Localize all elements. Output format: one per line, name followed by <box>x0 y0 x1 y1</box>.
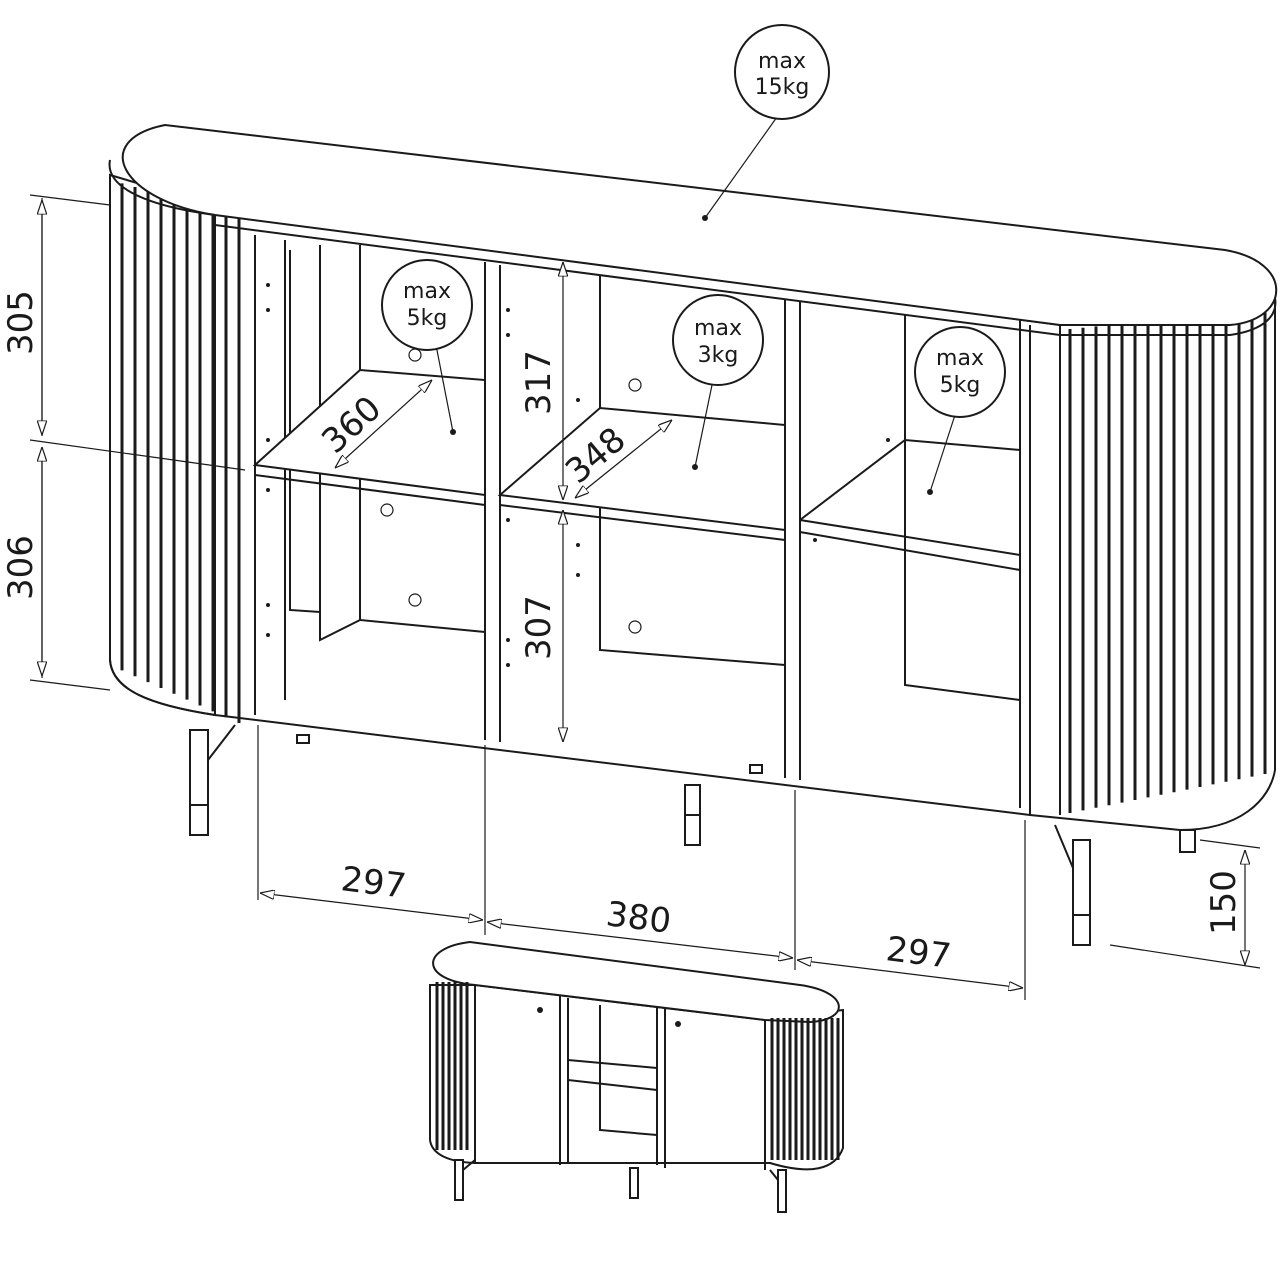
load-callout-middle-shelf: max 3kg <box>672 294 764 470</box>
svg-text:15kg: 15kg <box>755 75 810 100</box>
dim-middle-upper-height: 317 <box>519 350 559 415</box>
dim-leg-height: 150 <box>1204 870 1244 935</box>
svg-text:3kg: 3kg <box>698 343 739 368</box>
svg-text:max: max <box>694 316 742 341</box>
load-callout-left-shelf: max 5kg <box>381 259 473 435</box>
left-fluted-door <box>109 175 241 724</box>
svg-text:max: max <box>403 279 451 304</box>
legs <box>189 724 1196 946</box>
dim-upper-height: 305 <box>1 290 41 355</box>
load-callout-right-shelf: max 5kg <box>914 326 1006 495</box>
svg-text:5kg: 5kg <box>940 373 981 398</box>
svg-text:max: max <box>758 49 806 74</box>
svg-text:5kg: 5kg <box>407 306 448 331</box>
dim-middle-lower-height: 307 <box>519 595 559 660</box>
load-callout-top: max 15kg <box>702 24 830 221</box>
svg-text:max: max <box>936 346 984 371</box>
dim-lower-height: 306 <box>1 535 41 600</box>
top-plate <box>108 123 1278 336</box>
closed-view-thumbnail <box>429 940 844 1213</box>
dim-middle-width: 380 <box>604 894 673 942</box>
dim-left-width: 297 <box>339 859 408 907</box>
right-fluted-door <box>1059 300 1276 815</box>
dim-right-width: 297 <box>884 929 953 977</box>
dimension-lines <box>29 194 1261 1000</box>
